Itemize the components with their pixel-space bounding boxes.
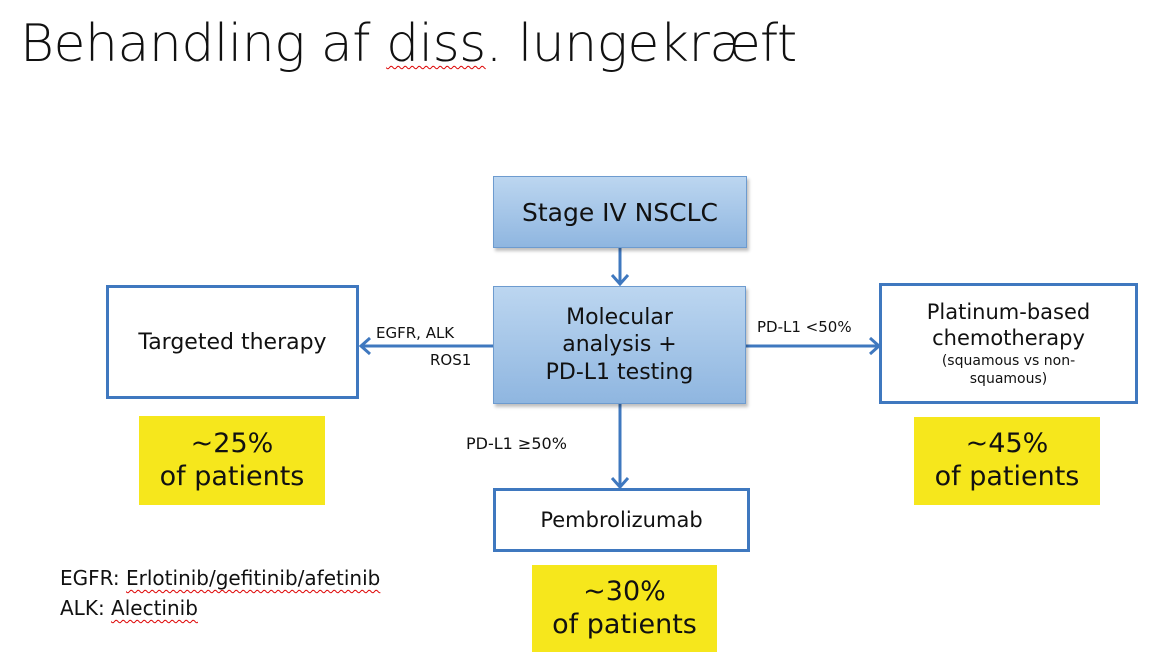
- percent-caption: of patients: [159, 460, 305, 492]
- percent-value: ~30%: [583, 575, 666, 607]
- edge-label-pdl1-high: PD-L1 ≥50%: [466, 434, 567, 453]
- title-text: Behandling af: [20, 14, 387, 74]
- percent-pembro: ~30% of patients: [532, 565, 717, 652]
- node-pembrolizumab: Pembrolizumab: [493, 488, 750, 552]
- node-label: Targeted therapy: [138, 329, 327, 355]
- percent-targeted: ~25% of patients: [139, 416, 325, 505]
- footnote-drugs: Alectinib: [111, 596, 198, 620]
- footnote-label: EGFR:: [60, 566, 127, 590]
- slide-title: Behandling af diss. lungekræft: [20, 14, 797, 74]
- percent-caption: of patients: [934, 461, 1080, 492]
- title-text-end: . lungekræft: [485, 14, 797, 74]
- node-note: (squamous vs non-: [941, 352, 1076, 369]
- percent-platinum: ~45% of patients: [914, 417, 1100, 505]
- node-molecular-analysis: Molecular analysis + PD-L1 testing: [493, 286, 746, 404]
- edge-label-ros1: ROS1: [430, 351, 472, 369]
- node-label: Platinum-based: [926, 300, 1091, 325]
- footnote-egfr: EGFR: Erlotinib/gefitinib/afetinib: [60, 566, 380, 590]
- node-label: PD-L1 testing: [545, 359, 694, 385]
- node-label: chemotherapy: [932, 326, 1085, 351]
- node-label: Stage IV NSCLC: [521, 197, 719, 227]
- edge-label-egfr-alk: EGFR, ALK: [376, 324, 455, 342]
- node-label: Pembrolizumab: [540, 508, 703, 532]
- title-misspelled-word: diss: [386, 14, 486, 74]
- percent-caption: of patients: [552, 608, 697, 640]
- node-platinum-chemo: Platinum-based chemotherapy (squamous vs…: [879, 283, 1138, 404]
- footnote-label: ALK:: [60, 596, 112, 620]
- edge-label-pdl1-low: PD-L1 <50%: [757, 318, 852, 336]
- node-stage-iv: Stage IV NSCLC: [493, 176, 747, 248]
- node-label: analysis +: [562, 332, 677, 358]
- percent-value: ~45%: [965, 428, 1049, 460]
- node-note: squamous): [969, 371, 1048, 388]
- percent-value: ~25%: [190, 427, 274, 459]
- footnote-alk: ALK: Alectinib: [60, 596, 198, 620]
- node-label: Molecular: [566, 304, 673, 330]
- footnote-drugs: Erlotinib/gefitinib/afetinib: [126, 566, 381, 590]
- node-targeted-therapy: Targeted therapy: [106, 285, 359, 399]
